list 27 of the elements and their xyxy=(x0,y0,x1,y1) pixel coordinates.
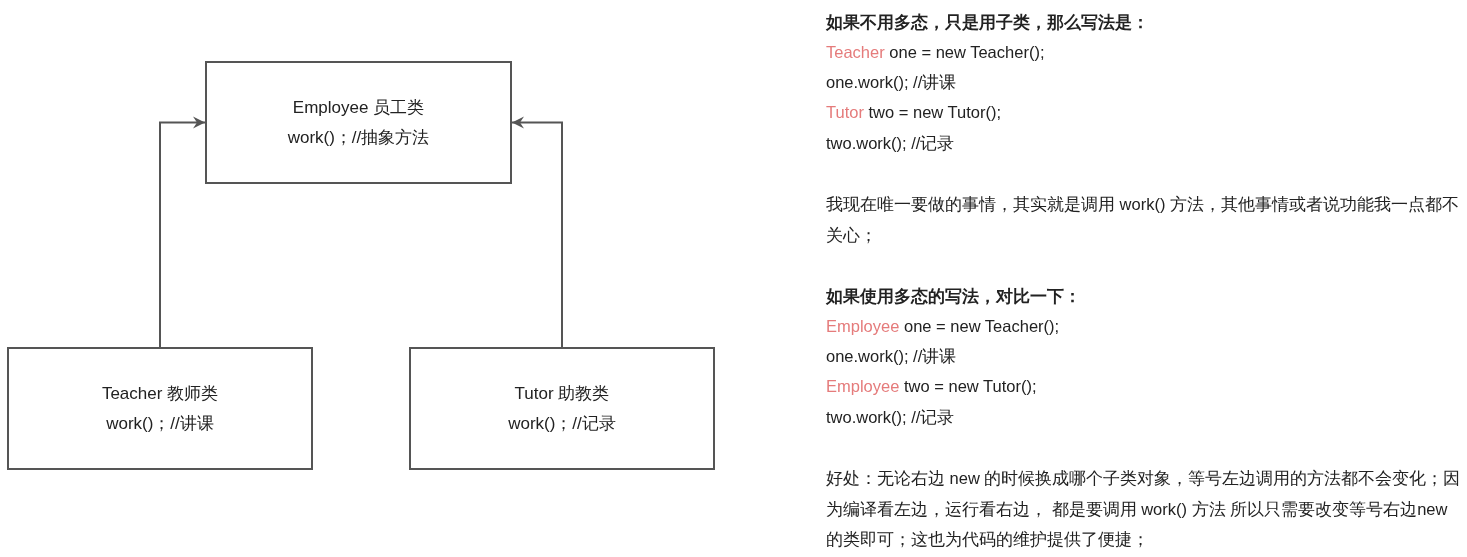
code-type: Employee xyxy=(826,317,900,335)
class-box xyxy=(409,347,715,470)
inheritance-arrow xyxy=(511,116,563,348)
code-line: two.work(); //记录 xyxy=(826,134,955,152)
note-paragraph: 我现在唯一要做的事情，其实就是调用 work() 方法，其他事情或者说功能我一点都不关心； xyxy=(826,195,1459,244)
code-line: two.work(); //记录 xyxy=(826,408,955,426)
code-line: one.work(); //讲课 xyxy=(826,347,957,365)
class-name: Teacher 教师类 xyxy=(101,382,219,405)
inheritance-arrow xyxy=(159,116,206,348)
class-name: Employee 员工类 xyxy=(292,96,425,119)
code-line: one.work(); //讲课 xyxy=(826,73,957,91)
code-line: two = new Tutor(); xyxy=(868,103,1001,121)
note-paragraph: 好处：无论右边 new 的时候换成哪个子类对象，等号左边调用的方法都不会变化；因为编译看左边，运行看右边， 都是要调用 work() 方法 所以只需要改变等号右边new 的类即可；这也为代码的维护提供了便捷； xyxy=(826,469,1461,548)
method-text: work()；//抽象方法 xyxy=(287,126,430,149)
method-text: work()；//记录 xyxy=(508,412,616,435)
class-box xyxy=(7,347,313,470)
code-type: Employee xyxy=(826,377,900,395)
class-name: Tutor 助教类 xyxy=(514,382,610,405)
code-line: one = new Teacher(); xyxy=(903,317,1060,335)
method-text: work()；//讲课 xyxy=(106,412,214,435)
code-type: Tutor xyxy=(826,103,864,121)
code-type: Teacher xyxy=(826,43,885,61)
note-heading: 如果不用多态，只是用子类，那么写法是： xyxy=(826,13,1149,31)
note-heading: 如果使用多态的写法，对比一下： xyxy=(826,287,1081,305)
code-line: one = new Teacher(); xyxy=(889,43,1045,61)
class-box xyxy=(205,61,512,184)
code-line: two = new Tutor(); xyxy=(903,377,1037,395)
